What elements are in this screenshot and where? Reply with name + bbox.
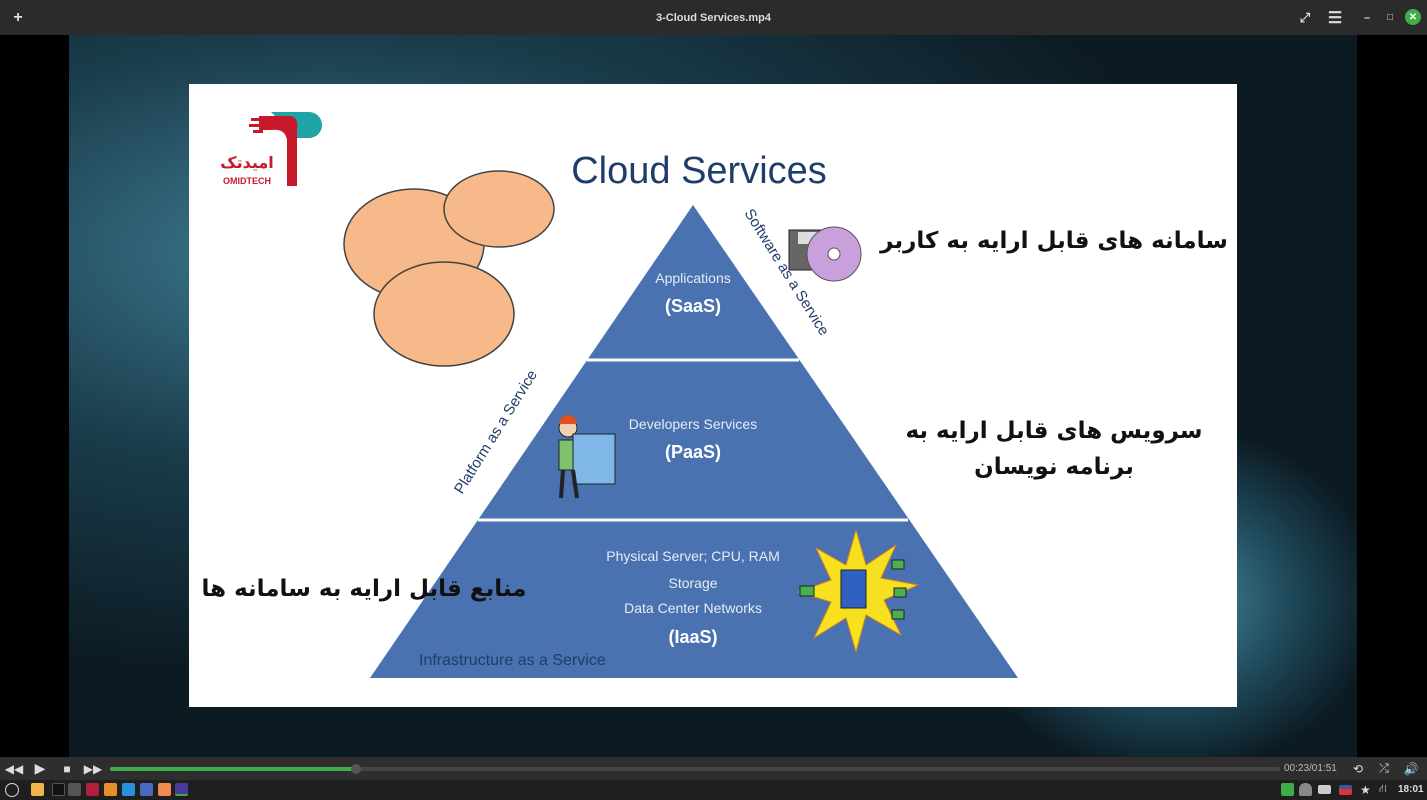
- shuffle-icon[interactable]: ⤮: [1379, 761, 1389, 775]
- omidtech-logo: امیدتک OMIDTECH: [209, 110, 324, 195]
- seek-bar-progress: [110, 767, 356, 771]
- maximize-icon[interactable]: □: [1386, 12, 1394, 23]
- svg-text:OMIDTECH: OMIDTECH: [223, 176, 271, 186]
- infrastructure-server-icon: [796, 530, 920, 654]
- mail-icon[interactable]: [140, 783, 153, 796]
- plus-icon[interactable]: +: [13, 8, 23, 26]
- update-shield-icon[interactable]: [1281, 783, 1294, 796]
- time-display: 00:23/01:51: [1284, 763, 1337, 774]
- chrome-icon[interactable]: [104, 783, 117, 796]
- paas-abbr: (PaaS): [664, 442, 722, 462]
- seek-bar[interactable]: [110, 764, 1280, 774]
- slide-title: Cloud Services: [571, 150, 827, 192]
- slide: امیدتک OMIDTECH Cloud Services Applicati…: [189, 84, 1237, 707]
- software-disc-icon: [788, 226, 862, 282]
- close-icon[interactable]: ✕: [1405, 9, 1421, 25]
- repeat-icon[interactable]: ⟲: [1352, 761, 1364, 776]
- taskbar: ★ ⛙ 18:01: [0, 780, 1427, 800]
- terminal-icon[interactable]: [52, 783, 65, 796]
- vscode-icon[interactable]: [122, 783, 135, 796]
- svg-text:امیدتک: امیدتک: [220, 153, 274, 172]
- paas-persian-line1: سرویس های قابل ارایه به: [905, 418, 1203, 444]
- rewind-icon[interactable]: ◀◀: [4, 761, 24, 776]
- paas-name: Developers Services: [628, 416, 758, 432]
- security-icon[interactable]: [1299, 783, 1312, 796]
- volume-icon[interactable]: 🔊: [1403, 761, 1419, 776]
- iaas-abbr: (IaaS): [668, 627, 718, 647]
- menu-icon[interactable]: ☰: [1327, 9, 1343, 27]
- mint-menu-icon[interactable]: [5, 783, 19, 797]
- developer-icon: [558, 415, 616, 499]
- minimize-icon[interactable]: –: [1363, 11, 1371, 24]
- star-icon[interactable]: ★: [1360, 783, 1371, 797]
- iaas-label: Infrastructure as a Service: [419, 652, 606, 669]
- player-controls: ◀◀ ▶ ■ ▶▶ 00:23/01:51 ⟲ ⤮ 🔊: [0, 757, 1427, 780]
- text-editor-icon[interactable]: [68, 783, 81, 796]
- stop-icon[interactable]: ■: [63, 761, 71, 776]
- iaas-line2: Storage: [668, 575, 718, 591]
- iaas-line1: Physical Server; CPU, RAM: [606, 548, 780, 564]
- us-flag-icon[interactable]: [1339, 785, 1352, 795]
- printer-icon[interactable]: [1318, 785, 1331, 794]
- play-icon[interactable]: ▶: [34, 760, 46, 776]
- app-icon[interactable]: [158, 783, 171, 796]
- title-bar: + 3-Cloud Services.mp4 ⤢ ☰ – □ ✕: [0, 0, 1427, 35]
- fast-forward-icon[interactable]: ▶▶: [83, 761, 103, 776]
- iaas-persian-text: منابع قابل ارایه به سامانه ها: [201, 576, 527, 602]
- video-player-icon[interactable]: [175, 783, 188, 796]
- saas-name: Applications: [655, 270, 731, 286]
- seek-handle[interactable]: [350, 764, 361, 774]
- window-title: 3-Cloud Services.mp4: [656, 11, 771, 24]
- files-icon[interactable]: [31, 783, 44, 796]
- iaas-line3: Data Center Networks: [624, 600, 762, 616]
- fullscreen-icon[interactable]: ⤢: [1299, 9, 1311, 25]
- app-icon[interactable]: [86, 783, 99, 796]
- saas-abbr: (SaaS): [664, 296, 722, 316]
- video-area[interactable]: امیدتک OMIDTECH Cloud Services Applicati…: [0, 35, 1427, 757]
- clock[interactable]: 18:01: [1398, 784, 1424, 795]
- clouds-illustration: [343, 170, 555, 367]
- saas-persian-text: سامانه های قابل ارایه به کاربر: [880, 228, 1228, 254]
- network-icon[interactable]: ⛙: [1379, 783, 1387, 795]
- paas-persian-line2: برنامه نویسان: [974, 454, 1134, 480]
